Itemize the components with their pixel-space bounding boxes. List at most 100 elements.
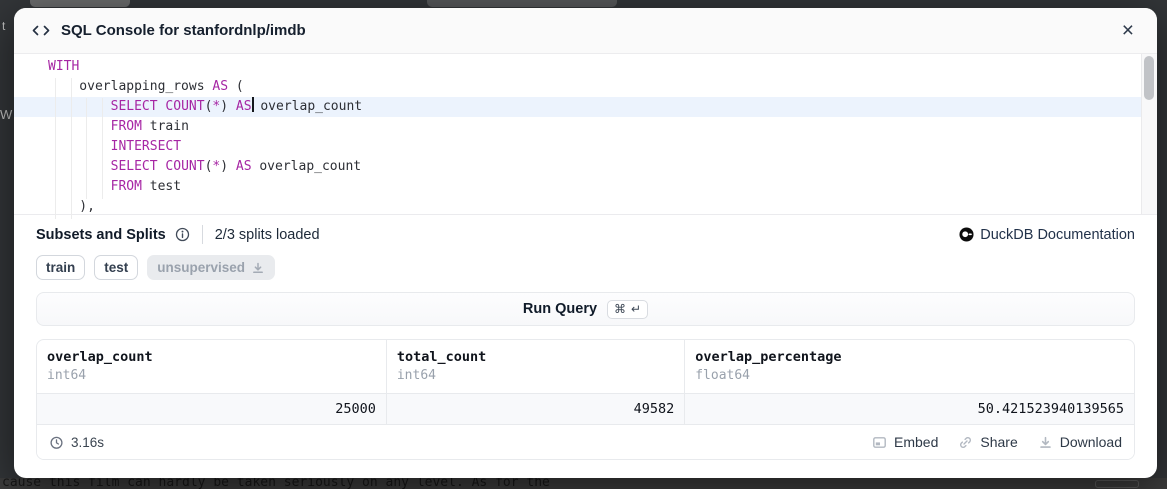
code-line[interactable]: WITH bbox=[14, 57, 1141, 77]
download-label: Download bbox=[1059, 434, 1122, 450]
modal-header: SQL Console for stanfordnlp/imdb × bbox=[14, 8, 1157, 54]
code-icon bbox=[32, 23, 50, 38]
result-cell: 49582 bbox=[385, 394, 684, 424]
share-button[interactable]: Share bbox=[958, 434, 1018, 450]
download-icon bbox=[1038, 435, 1053, 450]
info-icon[interactable] bbox=[175, 227, 190, 242]
code-token: FROM bbox=[110, 179, 142, 194]
code-token: train bbox=[141, 119, 189, 134]
code-token: ( bbox=[204, 159, 213, 174]
code-token: ( bbox=[228, 79, 244, 94]
scrollbar-thumb[interactable] bbox=[1144, 56, 1154, 100]
code-line[interactable]: FROM train bbox=[14, 117, 1141, 137]
dimmed-page-strip: cause this film can hardly be taken seri… bbox=[0, 478, 1167, 489]
code-token: FROM bbox=[110, 119, 142, 134]
code-token: SELECT bbox=[110, 99, 158, 114]
code-token: COUNT bbox=[165, 99, 205, 114]
column-header-overlap_count[interactable]: overlap_count int64 bbox=[37, 340, 386, 393]
code-line[interactable]: ), bbox=[14, 197, 1141, 214]
indent-guide bbox=[55, 78, 56, 219]
code-token: SELECT bbox=[110, 159, 158, 174]
column-type: float64 bbox=[695, 368, 751, 383]
run-query-button[interactable]: Run Query ⌘ ↵ bbox=[36, 292, 1135, 326]
split-tag-label: test bbox=[104, 260, 129, 275]
text-cursor bbox=[251, 97, 254, 112]
split-tag-train[interactable]: train bbox=[36, 255, 86, 280]
indent-guide bbox=[102, 98, 103, 199]
code-token: COUNT bbox=[165, 159, 205, 174]
code-token: INTERSECT bbox=[110, 139, 182, 154]
code-area[interactable]: WITH overlapping_rows AS ( SELECT COUNT(… bbox=[14, 54, 1141, 214]
divider bbox=[201, 225, 203, 244]
split-tag-label: train bbox=[46, 260, 76, 275]
query-elapsed-time: 3.16s bbox=[49, 435, 104, 450]
split-tag-label: unsupervised bbox=[157, 260, 246, 275]
split-tag-test[interactable]: test bbox=[94, 255, 139, 280]
modal-title: SQL Console for stanfordnlp/imdb bbox=[61, 22, 306, 39]
column-type: int64 bbox=[47, 368, 87, 383]
code-token: overlapping_rows bbox=[48, 79, 213, 94]
editor-scrollbar[interactable] bbox=[1141, 54, 1157, 214]
download-icon bbox=[251, 261, 265, 275]
close-button[interactable]: × bbox=[1117, 18, 1139, 43]
result-cell: 50.421523940139565 bbox=[684, 394, 1134, 424]
column-name: total_count bbox=[396, 349, 487, 365]
code-token: ( bbox=[204, 99, 213, 114]
code-line[interactable]: INTERSECT bbox=[14, 137, 1141, 157]
indent-guide bbox=[86, 98, 87, 199]
share-icon bbox=[958, 435, 973, 450]
splits-heading: Subsets and Splits bbox=[36, 226, 166, 243]
sql-console-modal: SQL Console for stanfordnlp/imdb × WITH … bbox=[14, 8, 1157, 478]
code-token: WITH bbox=[48, 59, 80, 74]
clock-icon bbox=[49, 435, 64, 450]
column-name: overlap_count bbox=[47, 349, 153, 365]
splits-tags: train test unsupervised bbox=[36, 255, 1135, 280]
indent-guide bbox=[71, 78, 72, 219]
code-token bbox=[228, 99, 236, 114]
code-line[interactable]: overlapping_rows AS ( bbox=[14, 77, 1141, 97]
code-line[interactable]: SELECT COUNT(*) AS overlap_count bbox=[14, 157, 1141, 177]
column-header-overlap_percentage[interactable]: overlap_percentage float64 bbox=[684, 340, 1134, 393]
splits-loaded-status: 2/3 splits loaded bbox=[214, 226, 320, 243]
code-token: * bbox=[212, 159, 221, 174]
code-token: AS bbox=[235, 159, 252, 174]
embed-label: Embed bbox=[894, 434, 939, 450]
code-token: ) bbox=[220, 99, 229, 114]
elapsed-label: 3.16s bbox=[71, 434, 105, 450]
enter-key-icon: ↵ bbox=[631, 301, 642, 316]
background-text-fragment: W bbox=[0, 107, 13, 122]
result-cell: 25000 bbox=[335, 401, 376, 417]
run-query-label: Run Query bbox=[522, 301, 598, 317]
background-fragment bbox=[30, 0, 130, 7]
column-type: int64 bbox=[396, 368, 436, 383]
cmd-key-icon: ⌘ bbox=[614, 301, 627, 316]
embed-icon bbox=[872, 435, 887, 450]
background-fragment bbox=[1095, 480, 1139, 488]
code-line[interactable]: SELECT COUNT(*) AS overlap_count bbox=[14, 97, 1141, 117]
background-text-fragment: t bbox=[2, 19, 6, 33]
download-button[interactable]: Download bbox=[1038, 434, 1122, 450]
results-footer: 3.16s Embed bbox=[37, 424, 1134, 459]
code-token: * bbox=[212, 99, 221, 114]
code-line[interactable]: FROM test bbox=[14, 177, 1141, 197]
code-token: AS bbox=[212, 79, 229, 94]
column-name: overlap_percentage bbox=[695, 349, 842, 365]
column-header-total_count[interactable]: total_count int64 bbox=[385, 340, 684, 393]
duckdb-docs-link[interactable]: DuckDB Documentation bbox=[959, 227, 1135, 243]
code-token: test bbox=[141, 179, 182, 194]
code-token: AS bbox=[235, 99, 252, 114]
code-token: overlap_count bbox=[252, 99, 363, 114]
code-token: ) bbox=[220, 159, 229, 174]
split-tag-unsupervised[interactable]: unsupervised bbox=[147, 255, 276, 280]
embed-button[interactable]: Embed bbox=[872, 434, 938, 450]
sql-editor[interactable]: WITH overlapping_rows AS ( SELECT COUNT(… bbox=[14, 54, 1157, 219]
code-token bbox=[228, 159, 236, 174]
duckdb-docs-label: DuckDB Documentation bbox=[980, 226, 1135, 243]
splits-section: Subsets and Splits 2/3 splits loaded bbox=[14, 215, 1157, 280]
keyboard-shortcut-badge: ⌘ ↵ bbox=[607, 299, 649, 319]
background-fragment bbox=[427, 0, 617, 7]
duckdb-logo-icon bbox=[959, 227, 974, 242]
